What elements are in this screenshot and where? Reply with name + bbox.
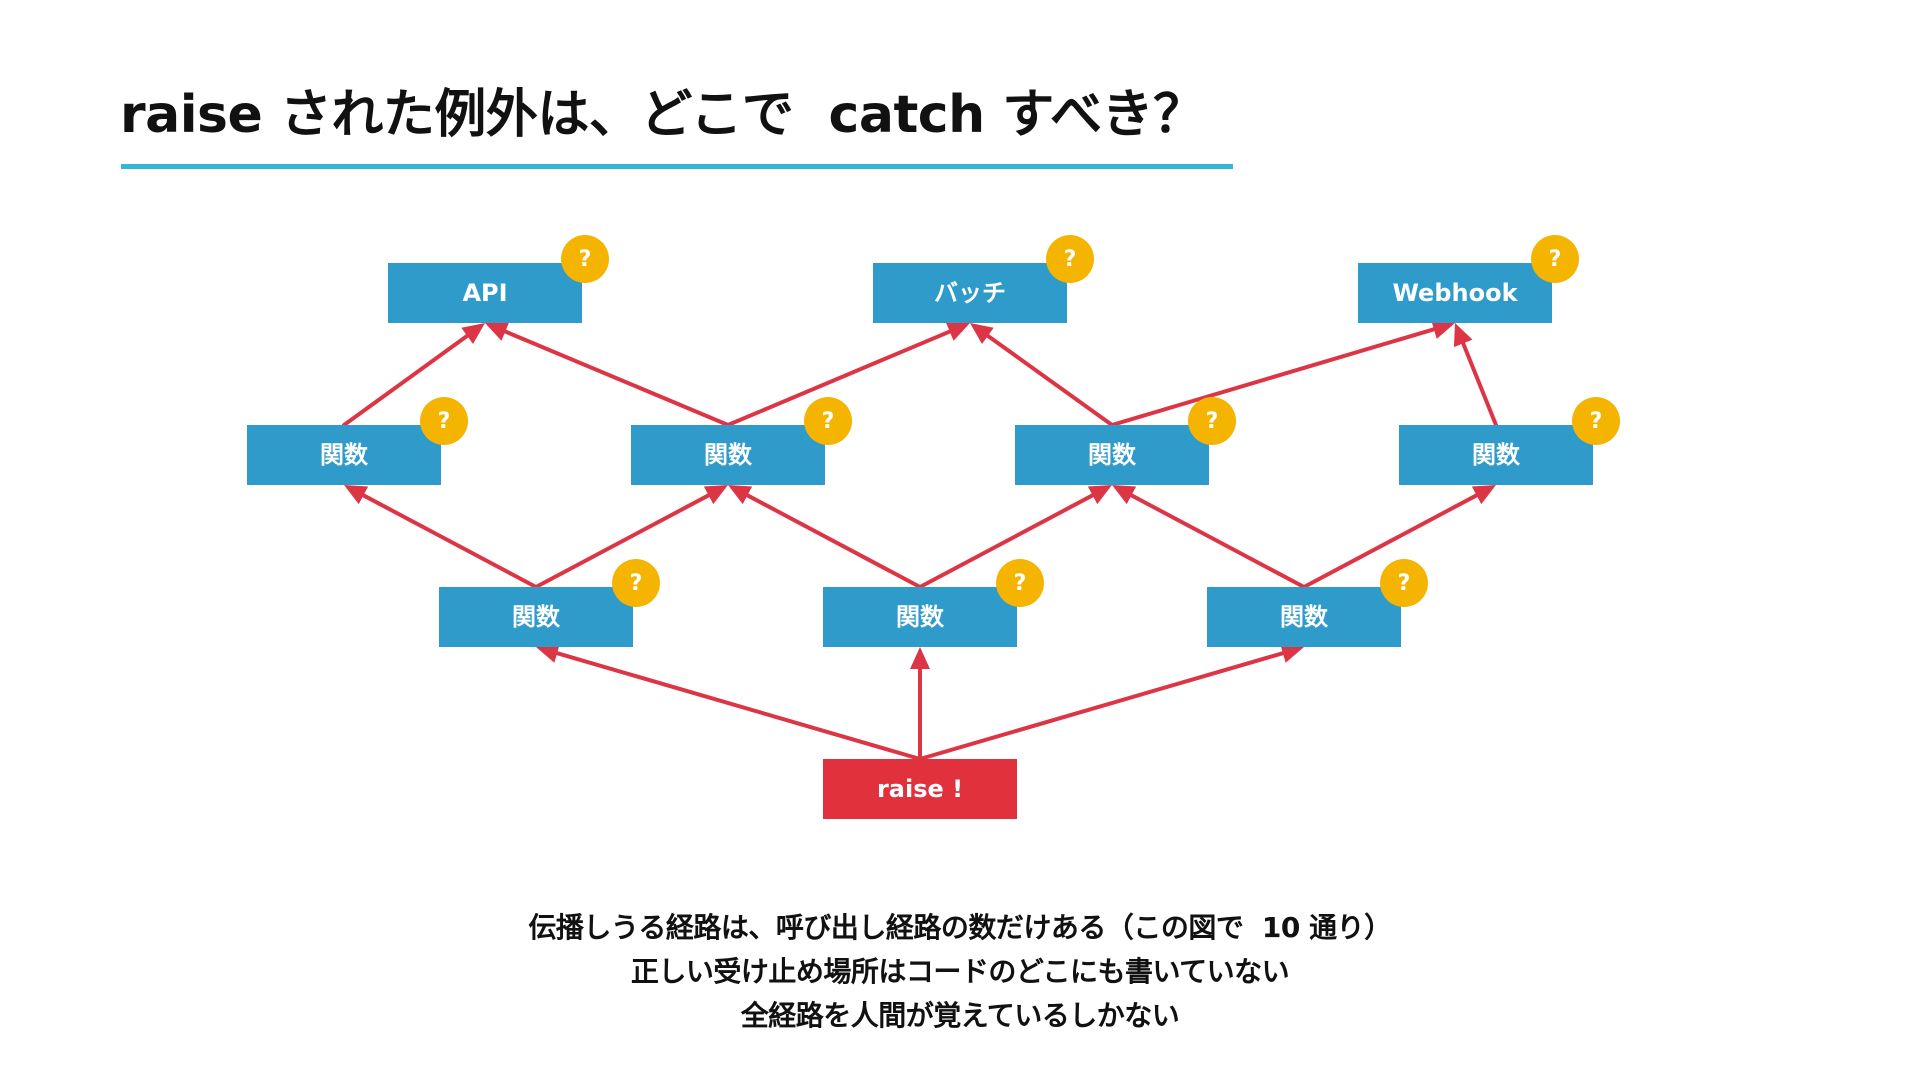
- node-batch: バッチ?: [873, 235, 1094, 323]
- node-g1: 関数?: [439, 559, 660, 647]
- node-label-f4: 関数: [1472, 441, 1521, 469]
- question-badge-icon: ?: [996, 559, 1044, 607]
- node-box-g1: [439, 587, 633, 647]
- node-label-webhook: Webhook: [1392, 279, 1518, 307]
- svg-text:?: ?: [1014, 571, 1027, 596]
- node-g3: 関数?: [1207, 559, 1428, 647]
- node-g2: 関数?: [823, 559, 1044, 647]
- question-badge-icon: ?: [612, 559, 660, 607]
- node-box-f4: [1399, 425, 1593, 485]
- caption: 伝播しうる経路は、呼び出し経路の数だけある（この図で 10 通り） 正しい受け止…: [0, 906, 1920, 1038]
- arrow-raise-to-g3: [918, 643, 1304, 761]
- arrow-f2-to-api: [485, 322, 730, 427]
- arrow-f1-to-api: [342, 323, 485, 427]
- node-raise: raise !: [823, 759, 1017, 819]
- arrow-g1-to-f1: [344, 485, 538, 589]
- node-f3: 関数?: [1015, 397, 1236, 485]
- caption-line-2: 正しい受け止め場所はコードのどこにも書いていない: [630, 955, 1290, 988]
- arrow-g1-to-f2: [534, 485, 728, 589]
- svg-text:?: ?: [1590, 409, 1603, 434]
- caption-line-3: 全経路を人間が覚えているしかない: [740, 999, 1180, 1032]
- arrow-f2-to-batch: [726, 322, 970, 427]
- arrow-f3-to-batch: [970, 323, 1114, 427]
- arrow-f4-to-webhook: [1453, 323, 1498, 427]
- node-f4: 関数?: [1399, 397, 1620, 485]
- question-badge-icon: ?: [1046, 235, 1094, 283]
- question-badge-icon: ?: [561, 235, 609, 283]
- node-label-g2: 関数: [896, 603, 945, 631]
- svg-text:?: ?: [1206, 409, 1219, 434]
- node-label-f1: 関数: [320, 441, 369, 469]
- arrow-g3-to-f4: [1302, 485, 1496, 589]
- slide-title: raise された例外は、どこで catch すべき？: [120, 85, 1205, 145]
- arrow-g3-to-f3: [1112, 485, 1306, 589]
- arrow-raise-to-g2: [910, 647, 930, 761]
- node-box-f3: [1015, 425, 1209, 485]
- svg-text:?: ?: [1064, 247, 1077, 272]
- title-underline: [121, 164, 1233, 169]
- arrow-f3-to-webhook: [1110, 319, 1455, 427]
- arrow-raise-to-g1: [536, 643, 922, 761]
- node-box-g3: [1207, 587, 1401, 647]
- svg-text:?: ?: [579, 247, 592, 272]
- node-box-f2: [631, 425, 825, 485]
- question-badge-icon: ?: [804, 397, 852, 445]
- node-label-api: API: [462, 279, 507, 307]
- node-label-f3: 関数: [1088, 441, 1137, 469]
- node-api: API?: [388, 235, 609, 323]
- caption-line-1: 伝播しうる経路は、呼び出し経路の数だけある（この図で 10 通り）: [528, 911, 1392, 944]
- nodes-layer: API?バッチ?Webhook?関数?関数?関数?関数?関数?関数?関数?rai…: [247, 235, 1620, 819]
- svg-text:?: ?: [822, 409, 835, 434]
- svg-text:?: ?: [1398, 571, 1411, 596]
- node-label-raise: raise !: [877, 775, 963, 803]
- svg-text:?: ?: [630, 571, 643, 596]
- node-label-f2: 関数: [704, 441, 753, 469]
- node-box-webhook: [1358, 263, 1552, 323]
- question-badge-icon: ?: [1572, 397, 1620, 445]
- svg-text:?: ?: [438, 409, 451, 434]
- node-box-raise: [823, 759, 1017, 819]
- node-webhook: Webhook?: [1358, 235, 1579, 323]
- node-f2: 関数?: [631, 397, 852, 485]
- arrow-g2-to-f2: [728, 485, 922, 589]
- question-badge-icon: ?: [1531, 235, 1579, 283]
- node-box-f1: [247, 425, 441, 485]
- node-label-batch: バッチ: [934, 279, 1006, 307]
- node-f1: 関数?: [247, 397, 468, 485]
- question-badge-icon: ?: [1188, 397, 1236, 445]
- edges-layer: [342, 319, 1498, 761]
- node-label-g3: 関数: [1280, 603, 1329, 631]
- node-box-api: [388, 263, 582, 323]
- node-box-batch: [873, 263, 1067, 323]
- arrow-g2-to-f3: [918, 485, 1112, 589]
- question-badge-icon: ?: [420, 397, 468, 445]
- node-label-g1: 関数: [512, 603, 561, 631]
- question-badge-icon: ?: [1380, 559, 1428, 607]
- svg-text:?: ?: [1549, 247, 1562, 272]
- node-box-g2: [823, 587, 1017, 647]
- propagation-diagram: API?バッチ?Webhook?関数?関数?関数?関数?関数?関数?関数?rai…: [247, 235, 1620, 819]
